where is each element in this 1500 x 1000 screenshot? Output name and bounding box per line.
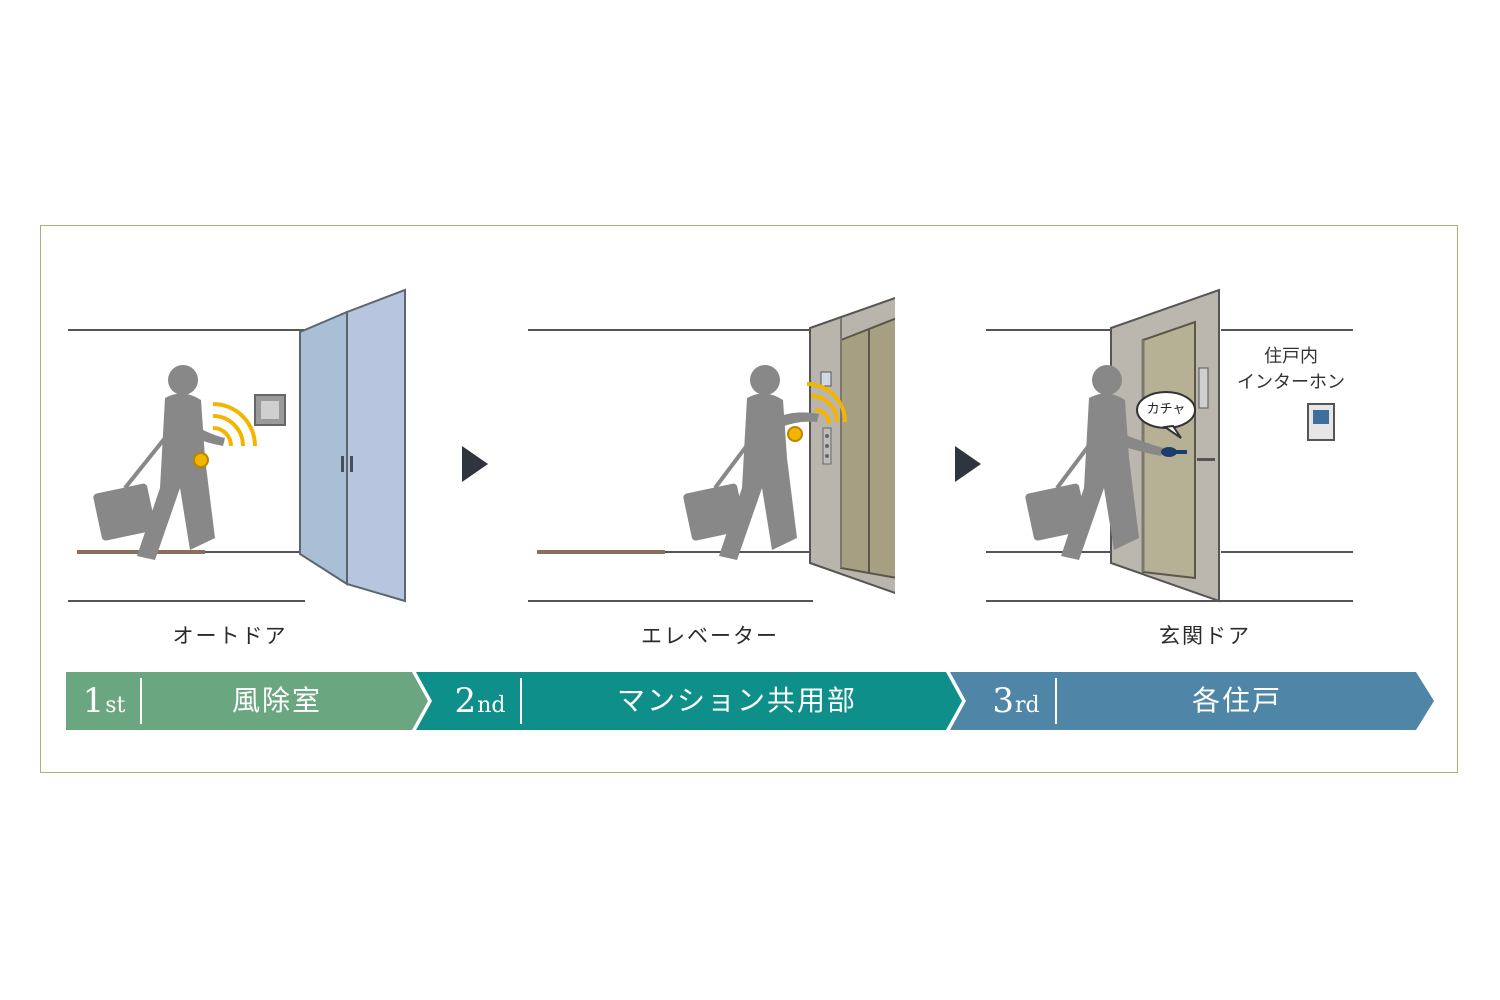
intercom-label: 住戸内 インターホン — [1226, 344, 1356, 396]
glass-auto-door — [299, 288, 406, 603]
caption-elevator: エレベーター — [641, 624, 779, 648]
intercom-label-line2: インターホン — [1237, 372, 1345, 393]
woman-silhouette — [93, 365, 225, 560]
diagram-frame — [40, 225, 1458, 773]
signal-waves-icon — [806, 382, 847, 425]
intercom-label-line1: 住戸内 — [1264, 346, 1318, 367]
intercom-icon — [1307, 403, 1335, 441]
security-step-band — [66, 672, 1434, 730]
step-1-number: 1st — [82, 681, 126, 721]
step-3-number: 3rd — [992, 681, 1040, 721]
speech-bubble — [1136, 391, 1196, 439]
zone-3-label: 各住戸 — [1191, 684, 1282, 717]
key-fob-icon — [193, 452, 209, 468]
step-2-number: 2nd — [454, 681, 506, 721]
scene-entrance-door — [983, 288, 1353, 606]
caption-entrance-door: 玄関ドア — [1159, 624, 1251, 648]
zone-2-label: マンション共用部 — [616, 684, 857, 717]
scene-elevator — [525, 288, 895, 606]
speech-bubble-text: カチャ — [1146, 402, 1186, 417]
zone-1-label: 風除室 — [231, 684, 322, 717]
door-key-icon — [1161, 447, 1187, 457]
step-segment-2 — [416, 672, 962, 730]
scene-auto-door — [65, 288, 435, 606]
step-segment-3 — [950, 672, 1434, 730]
play-arrow-icon — [955, 446, 981, 482]
card-reader-panel — [254, 394, 286, 426]
woman-silhouette — [1025, 365, 1163, 560]
play-arrow-icon — [462, 446, 488, 482]
caption-auto-door: オートドア — [172, 624, 288, 648]
signal-waves-icon — [212, 402, 257, 447]
woman-silhouette — [683, 365, 819, 560]
step-segment-1 — [66, 672, 428, 730]
elevator-call-panel — [820, 371, 832, 465]
key-fob-icon — [787, 426, 803, 442]
